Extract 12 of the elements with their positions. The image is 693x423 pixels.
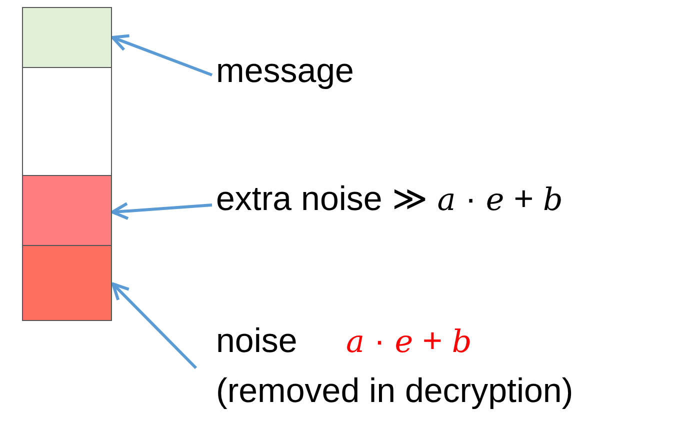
arrow (111, 202, 212, 220)
arrow (111, 34, 213, 76)
formula: a · e + b (346, 322, 472, 362)
label-text: extra noise ≫ a · e + b (216, 180, 563, 220)
bar-segment (22, 245, 112, 321)
label-text: (removed in decryption) (216, 372, 574, 412)
bar-segment (22, 7, 112, 68)
arrow (111, 282, 198, 370)
bar-segment (22, 175, 112, 246)
bar-segment (22, 67, 112, 176)
label-text: message (216, 52, 354, 92)
label-text: noise (216, 322, 298, 362)
